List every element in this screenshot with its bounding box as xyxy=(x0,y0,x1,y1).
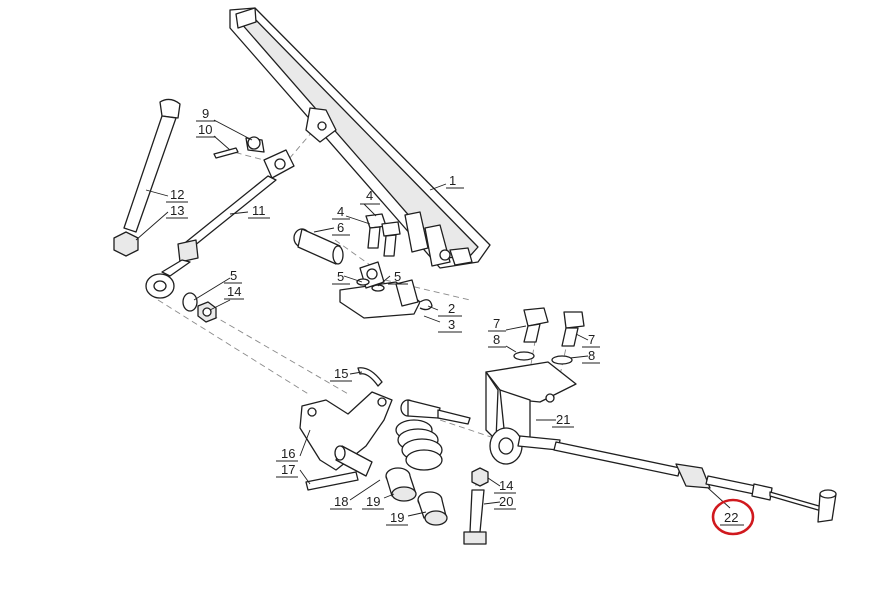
bolt-20 xyxy=(463,489,487,545)
callout-3: 3 xyxy=(448,317,455,332)
callout-13: 13 xyxy=(170,203,184,218)
callout-18: 18 xyxy=(334,494,348,509)
callout-8b: 8 xyxy=(588,348,595,363)
callout-4a: 4 xyxy=(366,188,373,203)
nut-14-left xyxy=(197,301,217,323)
bushing-19a xyxy=(385,467,417,502)
callout-6: 6 xyxy=(337,220,344,235)
callout-7b: 7 xyxy=(588,332,595,347)
washer-5-left xyxy=(182,292,198,312)
callout-8a: 8 xyxy=(493,332,500,347)
cable-22 xyxy=(517,435,837,523)
callout-7a: 7 xyxy=(493,316,500,331)
split-pin-10 xyxy=(213,147,239,159)
callout-17: 17 xyxy=(281,462,295,477)
hex-nut-13 xyxy=(113,231,139,257)
callout-22: 22 xyxy=(724,510,738,525)
callout-2: 2 xyxy=(448,301,455,316)
coil-spring-18 xyxy=(395,419,443,471)
callout-leaders xyxy=(135,119,731,517)
callout-20: 20 xyxy=(499,494,513,509)
clevis-pin-9 xyxy=(245,136,265,153)
bushing-19b xyxy=(417,491,448,526)
hinge-bracket xyxy=(339,261,433,319)
callout-15: 15 xyxy=(334,366,348,381)
long-bolt xyxy=(123,98,181,233)
split-pin-15 xyxy=(357,367,383,387)
roller-pin xyxy=(334,445,373,477)
highlight-circle xyxy=(711,498,755,536)
callout-5a: 5 xyxy=(337,269,344,284)
pin-17 xyxy=(305,471,359,491)
pedal-plate xyxy=(229,7,491,269)
washer-8b xyxy=(551,355,573,365)
callout-11: 11 xyxy=(252,203,266,218)
shaft-bolt xyxy=(400,399,471,425)
callout-4b: 4 xyxy=(337,204,344,219)
callout-5b: 5 xyxy=(394,269,401,284)
bolt-7a xyxy=(523,307,549,343)
callout-19b: 19 xyxy=(390,510,404,525)
callout-16: 16 xyxy=(281,446,295,461)
callout-14b: 14 xyxy=(499,478,513,493)
callout-9: 9 xyxy=(202,106,209,121)
callout-21: 21 xyxy=(556,412,570,427)
bolt-4b xyxy=(381,221,401,257)
nut-14-bottom xyxy=(471,467,489,487)
callout-14a: 14 xyxy=(227,284,241,299)
bolt-7b xyxy=(561,311,585,347)
callout-labels: 1 2 3 4 4 5 5 5 6 7 7 8 8 9 10 11 12 xyxy=(166,106,744,526)
callout-19a: 19 xyxy=(366,494,380,509)
callout-1: 1 xyxy=(449,173,456,188)
callout-10: 10 xyxy=(198,122,212,137)
callout-5c: 5 xyxy=(230,268,237,283)
callout-12: 12 xyxy=(170,187,184,202)
pushrod-11 xyxy=(145,149,295,299)
lever-plate-16 xyxy=(299,391,393,471)
pivot-pin-6 xyxy=(293,228,344,265)
washer-8a xyxy=(513,351,535,361)
